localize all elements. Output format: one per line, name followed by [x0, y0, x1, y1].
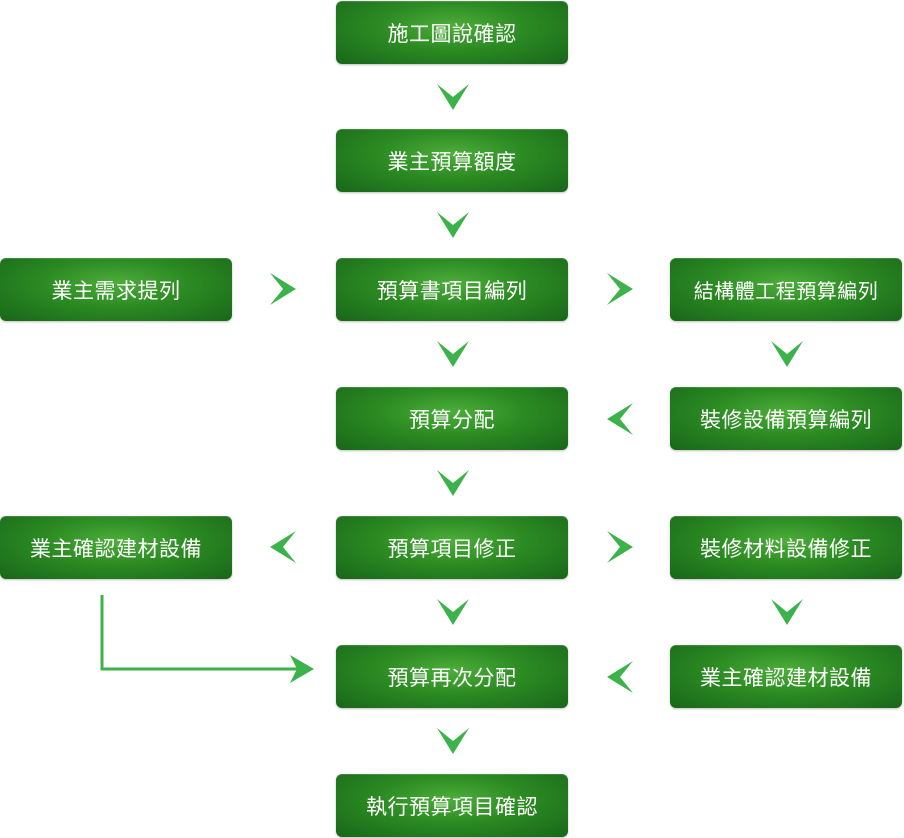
chevron-down-icon [437, 84, 469, 110]
chevron-down-icon [437, 212, 469, 238]
node-structural-budget: 結構體工程預算編列 [670, 258, 902, 321]
node-label: 業主確認建材設備 [700, 665, 872, 690]
chevron-left-icon [607, 403, 633, 435]
node-label: 業主需求提列 [51, 278, 181, 303]
chevron-right-icon [607, 531, 633, 563]
node-finishing-equipment-budget: 裝修設備預算編列 [670, 387, 902, 450]
node-label: 執行預算項目確認 [366, 794, 538, 819]
node-owner-budget-limit: 業主預算額度 [336, 129, 568, 192]
node-owner-requirements: 業主需求提列 [0, 258, 232, 321]
chevron-right-icon [607, 273, 633, 305]
node-label: 業主確認建材設備 [30, 536, 202, 561]
node-budget-item-revision: 預算項目修正 [336, 516, 568, 579]
node-execute-budget-confirm: 執行預算項目確認 [336, 774, 568, 837]
node-label: 業主預算額度 [387, 149, 517, 174]
node-label: 裝修設備預算編列 [700, 407, 872, 432]
chevron-left-icon [270, 531, 296, 563]
node-label: 施工圖說確認 [387, 21, 517, 46]
chevron-down-icon [437, 599, 469, 625]
node-budget-allocation: 預算分配 [336, 387, 568, 450]
node-label: 結構體工程預算編列 [693, 279, 879, 303]
chevron-left-icon [607, 661, 633, 693]
node-owner-confirm-materials-left: 業主確認建材設備 [0, 516, 232, 579]
node-label: 預算項目修正 [387, 536, 517, 561]
chevron-down-icon [771, 341, 803, 367]
chevron-down-icon [437, 341, 469, 367]
node-label: 預算再次分配 [387, 665, 517, 690]
chevron-down-icon [437, 470, 469, 496]
node-budget-itemization: 預算書項目編列 [336, 258, 568, 321]
node-budget-reallocation: 預算再次分配 [336, 645, 568, 708]
node-label: 裝修材料設備修正 [700, 536, 872, 561]
chevron-down-icon [771, 599, 803, 625]
node-finishing-materials-revision: 裝修材料設備修正 [670, 516, 902, 579]
node-label: 預算分配 [409, 407, 495, 432]
chevron-down-icon [437, 728, 469, 754]
node-owner-confirm-materials-right: 業主確認建材設備 [670, 645, 902, 708]
node-construction-drawing-confirm: 施工圖說確認 [336, 1, 568, 64]
node-label: 預算書項目編列 [376, 278, 528, 303]
chevron-right-icon [270, 273, 296, 305]
